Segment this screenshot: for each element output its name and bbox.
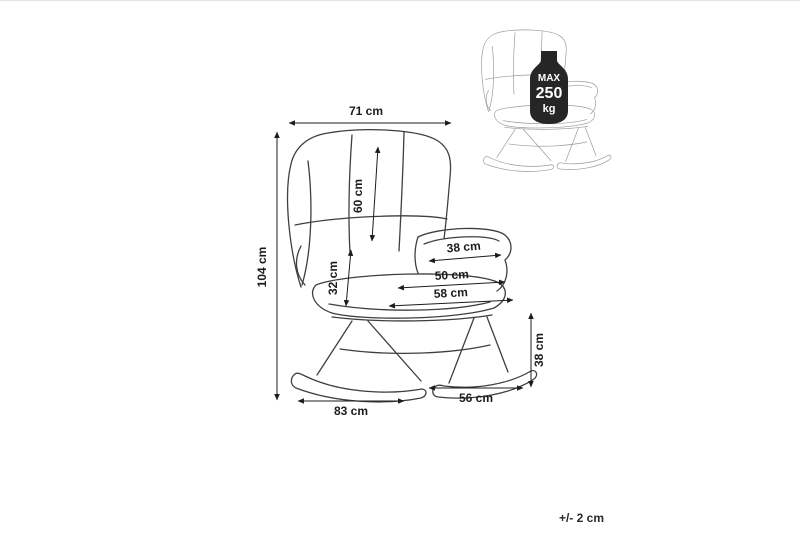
armrest-length-label: 38 cm <box>446 239 481 256</box>
main-chair-drawing <box>286 129 538 403</box>
weight-unit: kg <box>543 103 556 115</box>
seat-overall-width-arrow <box>388 297 514 309</box>
seat-back-height-arrow <box>343 249 354 307</box>
seat-width-label: 50 cm <box>434 267 469 283</box>
weight-capacity-badge: MAX 250 kg <box>530 51 568 124</box>
base-width-label: 56 cm <box>459 391 493 405</box>
weight-max-label: MAX <box>538 73 561 84</box>
backrest-height-arrow <box>369 146 381 242</box>
seat-height-label: 38 cm <box>532 333 546 367</box>
overall-width-label: 71 cm <box>349 104 383 118</box>
seat-overall-width-label: 58 cm <box>433 285 468 301</box>
rocker-length-label: 83 cm <box>334 404 368 418</box>
seat-width-arrow <box>397 279 506 291</box>
weight-bottle-icon <box>530 51 568 124</box>
armrest-length-arrow <box>428 252 502 264</box>
seat-back-height-label: 32 cm <box>326 261 340 295</box>
dimension-annotations: 71 cm 104 cm 60 cm 32 cm 38 cm 50 cm 58 … <box>255 104 546 418</box>
overall-height-label: 104 cm <box>255 247 269 288</box>
tolerance-note: +/- 2 cm <box>559 511 604 525</box>
weight-value: 250 <box>536 85 563 102</box>
backrest-height-label: 60 cm <box>351 179 365 213</box>
